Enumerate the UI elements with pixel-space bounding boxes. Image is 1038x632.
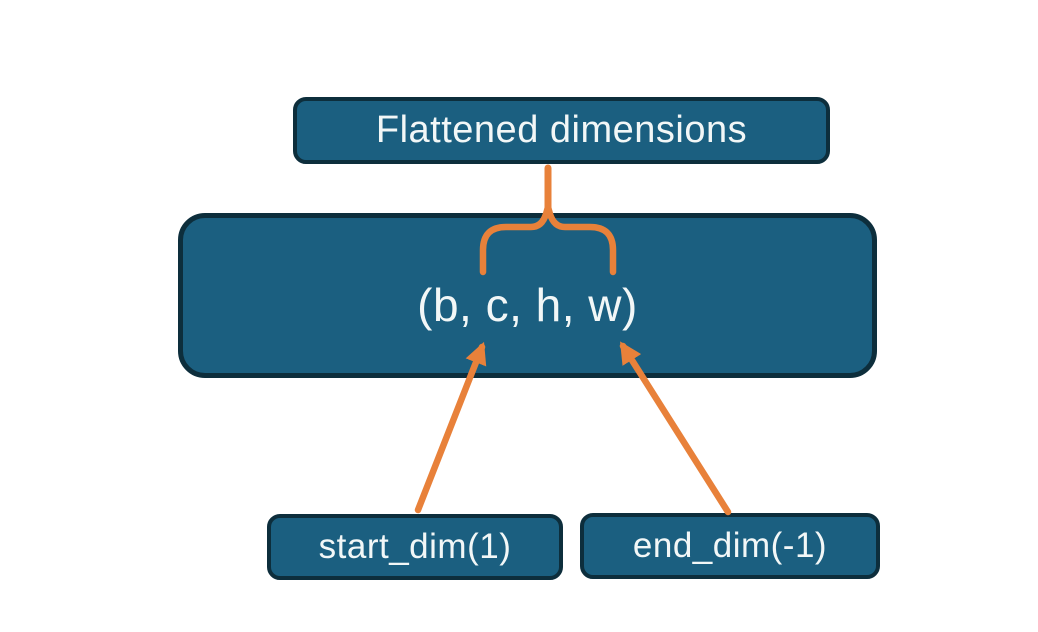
end-dim-box: end_dim(-1)	[580, 513, 880, 579]
flattened-dimensions-box: Flattened dimensions	[293, 97, 830, 164]
start-dim-box: start_dim(1)	[267, 514, 563, 580]
flattened-dimensions-label: Flattened dimensions	[375, 109, 748, 151]
tensor-shape-label: (b, c, h, w)	[417, 278, 638, 331]
start-dim-label: start_dim(1)	[318, 527, 512, 566]
tensor-shape-box: (b, c, h, w)	[178, 213, 877, 378]
end-dim-label: end_dim(-1)	[632, 526, 828, 565]
